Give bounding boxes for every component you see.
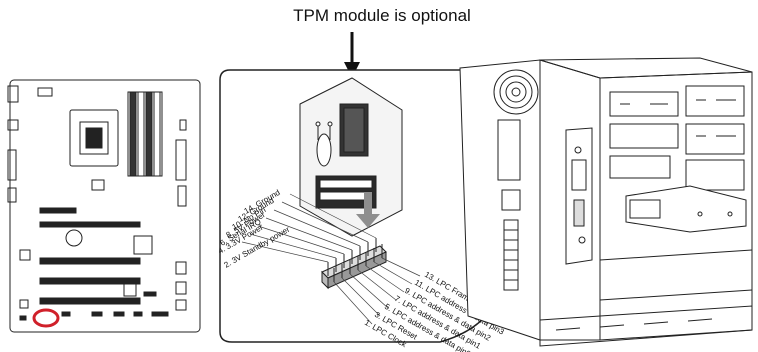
tpm-module-card bbox=[299, 77, 403, 237]
pin-leader-lines-left bbox=[241, 193, 377, 263]
tpm-pin-header bbox=[321, 238, 387, 290]
tpm-header-highlight bbox=[32, 308, 60, 328]
motherboard bbox=[7, 79, 201, 333]
pin-leader-lines-right bbox=[333, 257, 421, 325]
insert-arrow bbox=[356, 192, 380, 228]
computer-case bbox=[459, 57, 753, 347]
diagram-title: TPM module is optional bbox=[293, 6, 471, 25]
